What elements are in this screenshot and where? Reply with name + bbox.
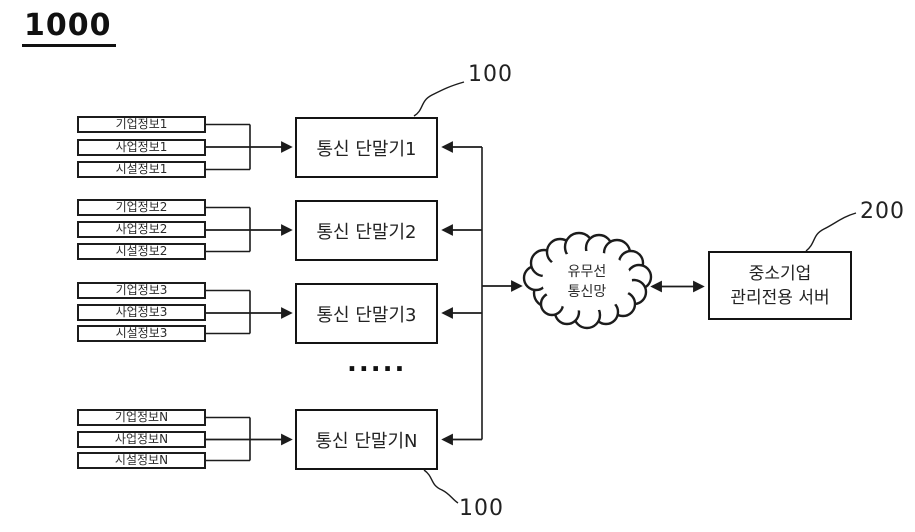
info-box-business-N: 사업정보N (77, 431, 206, 448)
network-cloud-shape (522, 231, 653, 330)
ref-label-100-bottom: 100 (459, 496, 504, 521)
info-box-company-N: 기업정보N (77, 409, 206, 426)
info-box-business-1: 사업정보1 (77, 139, 206, 156)
info-box-facility-1: 시설정보1 (77, 161, 206, 178)
figure-number: 1000 (22, 8, 116, 47)
group2-merge-wires (206, 206, 293, 253)
server-label-line2: 관리전용 서버 (730, 287, 830, 308)
info-box-facility-N: 시설정보N (77, 452, 206, 469)
info-box-company-1: 기업정보1 (77, 116, 206, 133)
network-cloud-label-line2: 통신망 (567, 284, 607, 300)
continuation-dots: ..... (347, 348, 407, 378)
info-box-facility-2: 시설정보2 (77, 243, 206, 260)
terminal-box-3: 통신 단말기3 (295, 283, 438, 344)
terminal-box-N: 통신 단말기N (295, 409, 438, 470)
terminal-box-2: 통신 단말기2 (295, 200, 438, 261)
terminal-bus (441, 141, 523, 446)
groupN-merge-wires (206, 416, 293, 462)
info-box-business-3: 사업정보3 (77, 304, 206, 321)
terminal-box-1: 통신 단말기1 (295, 117, 438, 178)
leader-100-bottom (423, 469, 459, 504)
leader-100-top (413, 81, 465, 117)
ref-label-100-top: 100 (468, 62, 513, 87)
group3-merge-wires (206, 289, 293, 335)
info-box-company-2: 기업정보2 (77, 199, 206, 216)
server-label-line1: 중소기업 (748, 263, 812, 284)
info-box-business-2: 사업정보2 (77, 221, 206, 238)
network-cloud-label-line1: 유무선 (567, 264, 607, 280)
network-cloud-label: 유무선 통신망 (546, 262, 628, 302)
info-box-facility-3: 시설정보3 (77, 325, 206, 342)
info-box-company-3: 기업정보3 (77, 282, 206, 299)
server-box: 중소기업 관리전용 서버 (708, 251, 852, 320)
leader-200 (805, 212, 857, 252)
ref-label-200: 200 (860, 199, 905, 224)
group1-merge-wires (206, 123, 293, 171)
